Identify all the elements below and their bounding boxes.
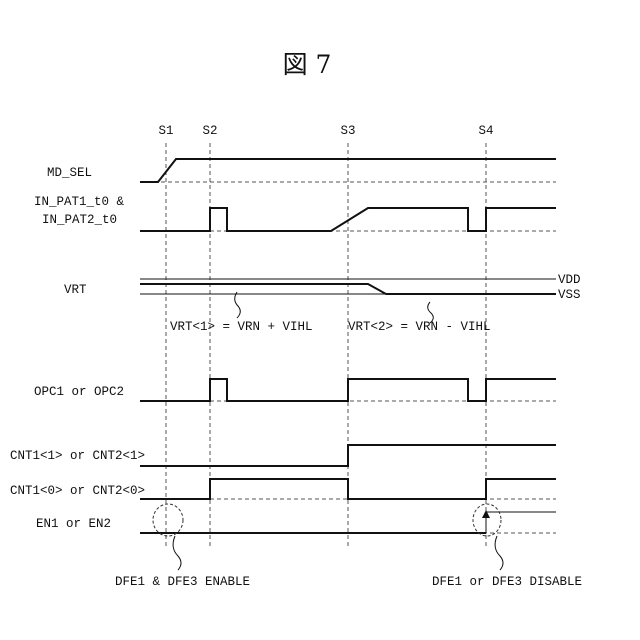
figure-title: 図 7 [283,50,332,79]
signal-label-opc: OPC1 or OPC2 [34,385,124,399]
vrt2-annotation: VRT<2> = VRN - VIHL [348,320,491,334]
signal-label-cnt0: CNT1<0> or CNT2<0> [10,484,145,498]
enable-note: DFE1 & DFE3 ENABLE [115,575,250,589]
section-label-s2: S2 [202,124,217,138]
vrt1-leader-line [235,292,241,318]
disable-leader-line [495,536,503,570]
signal-label-cnt1: CNT1<1> or CNT2<1> [10,449,145,463]
cnt0-waveform [140,479,556,499]
enable-highlight-circle [153,504,183,536]
vrt1-annotation: VRT<1> = VRN + VIHL [170,320,313,334]
en-rising-arrow-icon [482,510,490,518]
signal-label-in-pat-line2: IN_PAT2_t0 [42,213,117,227]
signal-label-vrt: VRT [64,283,87,297]
section-label-s1: S1 [158,124,173,138]
section-label-s4: S4 [478,124,493,138]
cnt1-waveform [140,445,556,466]
disable-note: DFE1 or DFE3 DISABLE [432,575,582,589]
vss-rail-label: VSS [558,288,581,302]
vdd-rail-label: VDD [558,273,581,287]
signal-label-en: EN1 or EN2 [36,517,111,531]
signal-label-in-pat-line1: IN_PAT1_t0 & [34,195,125,209]
disable-highlight-circle [473,504,501,536]
signal-label-md-sel: MD_SEL [47,166,92,180]
en-waveform-high [486,512,556,533]
section-label-s3: S3 [340,124,355,138]
opc-waveform [140,379,556,401]
enable-leader-line [173,536,181,570]
